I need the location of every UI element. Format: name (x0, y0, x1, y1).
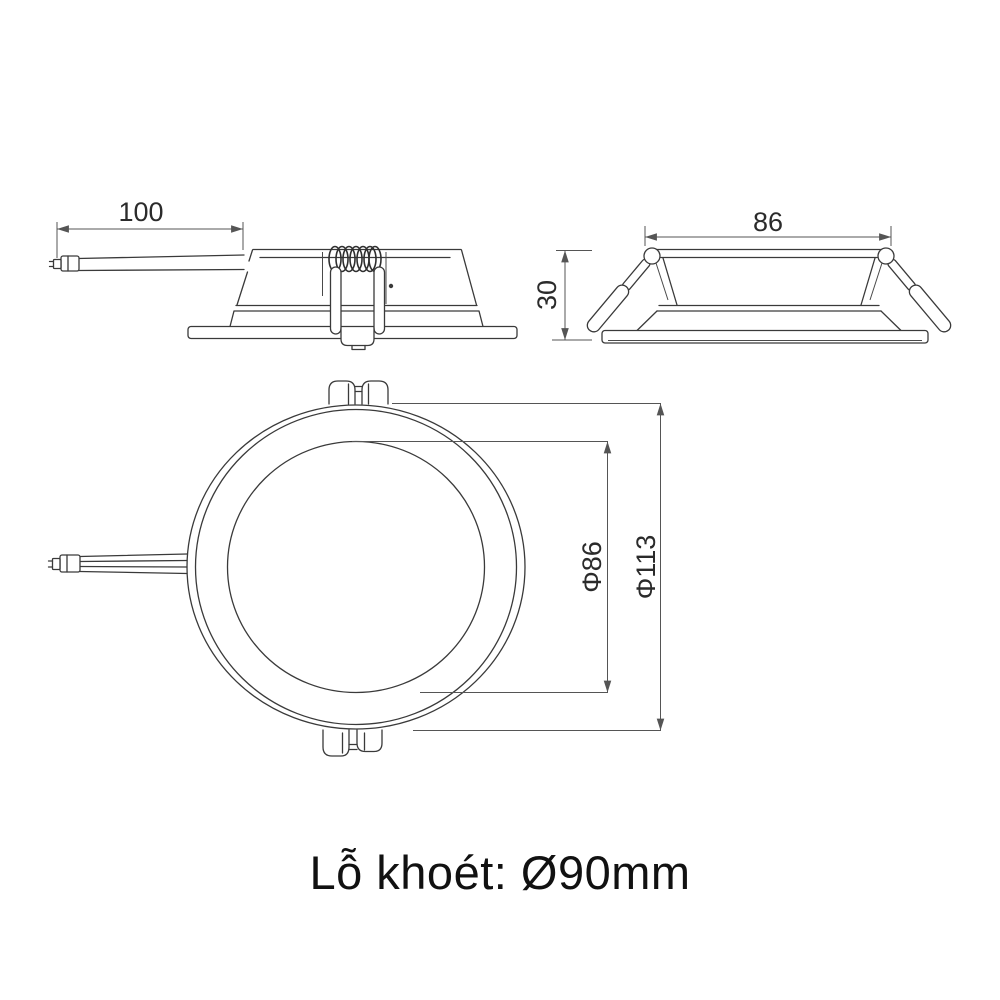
spring-clip (322, 245, 394, 351)
body-seam (656, 304, 882, 312)
clip-post-right (373, 266, 386, 335)
body-seam (233, 304, 480, 312)
clip-bottom (322, 729, 383, 757)
dimension-label-100: 100 (118, 197, 163, 227)
flange-ring-circle (194, 408, 518, 726)
dimension-lens-diameter: Φ86 (352, 441, 612, 693)
extension-lines (392, 403, 661, 731)
dimension-label-86: 86 (753, 207, 783, 237)
dimension-label-phi113: Φ113 (631, 535, 661, 600)
clip-post-left (329, 266, 342, 335)
outer-flange-circle (186, 404, 526, 730)
wire-lines (79, 553, 188, 575)
inner-walls (662, 257, 876, 306)
wire-connector (59, 554, 81, 573)
mounted-view: 86 30 (532, 207, 952, 344)
cutout-caption: Lỗ khoét: Ø90mm (309, 846, 691, 899)
lamp-body (187, 248, 518, 340)
trim-flange (601, 329, 929, 344)
wire-tip (51, 557, 61, 571)
clip-pin (388, 283, 394, 289)
spring-arm-right (887, 258, 952, 333)
wire-bottom-line (77, 268, 245, 272)
clip-frame (322, 252, 387, 304)
spring-arm-left (586, 258, 651, 333)
clip-top (328, 380, 389, 405)
dimension-wire-length: 100 (56, 197, 244, 258)
pivot-right (877, 247, 895, 265)
pivot-left (643, 247, 661, 265)
dimension-recess-depth: 30 (532, 250, 592, 341)
side-view: 100 (48, 197, 518, 351)
extension-lines (352, 441, 608, 693)
front-view: Φ86 Φ113 (47, 380, 665, 757)
lens-circle (226, 440, 486, 694)
clip-bracket (340, 327, 375, 347)
dimension-body-width: 86 (644, 207, 892, 246)
wire-connector (60, 255, 80, 272)
torsion-coil (328, 245, 382, 273)
power-wire (48, 254, 245, 272)
lamp-body-section (636, 248, 902, 332)
dimension-label-phi86: Φ86 (577, 541, 607, 593)
clip-notch (351, 344, 366, 351)
dimension-label-30: 30 (532, 280, 562, 310)
wire-top-line (77, 254, 245, 260)
wire-tip (52, 258, 62, 270)
power-wire (47, 553, 188, 575)
dimension-overall-diameter: Φ113 (392, 403, 665, 731)
